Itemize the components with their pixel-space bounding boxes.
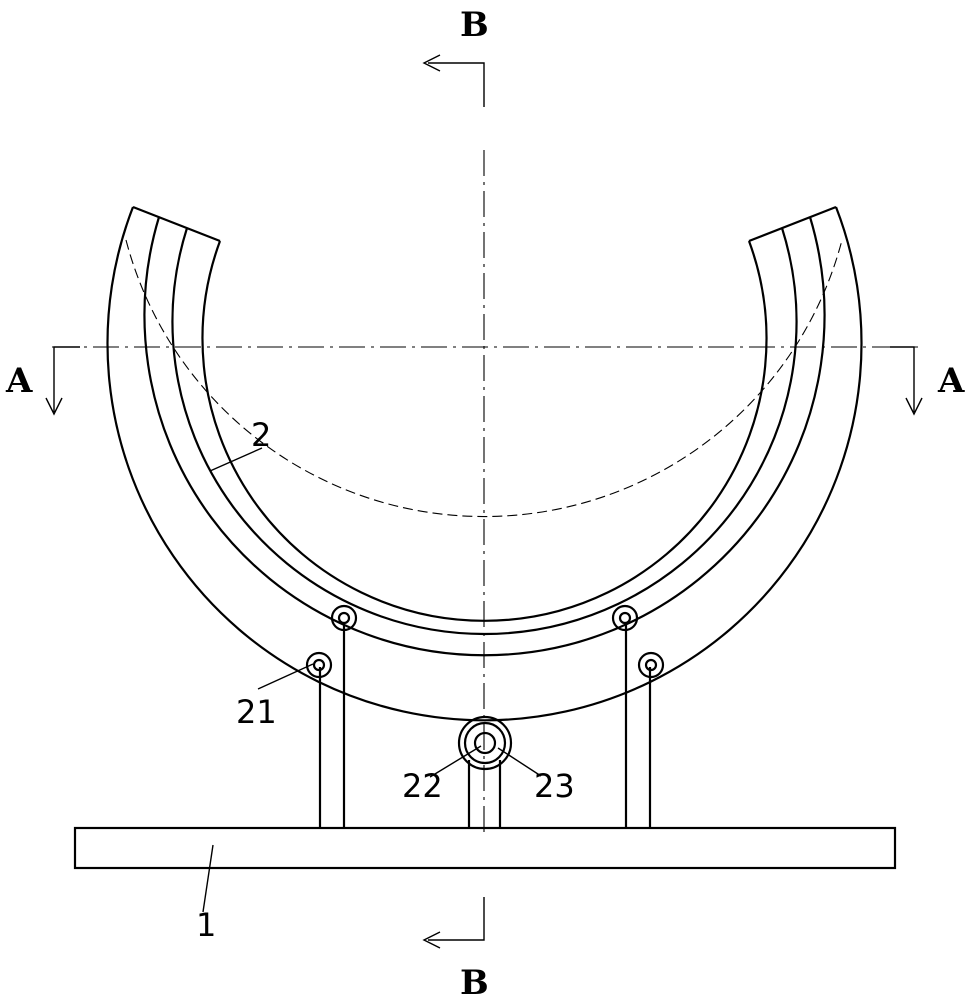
ring-bolts <box>305 604 665 679</box>
bolt-icon <box>637 651 665 679</box>
reference-numerals: 2 21 22 23 1 <box>196 416 575 944</box>
ref-label-bushing: 23 <box>534 767 575 805</box>
ring-outer-arc <box>106 206 863 722</box>
bolt-icon <box>330 604 358 632</box>
ring-body <box>106 205 863 722</box>
section-a-right-marker: A <box>890 346 965 416</box>
ref-label-pivot: 22 <box>402 767 443 805</box>
section-b-bottom-label: B <box>460 963 489 1000</box>
ref-label-ring: 2 <box>251 416 271 454</box>
pivot-assembly <box>457 715 513 771</box>
center-lines <box>52 150 918 832</box>
section-a-left-label: A <box>5 361 33 401</box>
ring-left-end <box>132 205 221 243</box>
ring-middle-arc-2 <box>171 227 798 636</box>
ring-inner-arc <box>201 240 768 622</box>
base-plate <box>73 826 897 870</box>
ref-label-bolt: 21 <box>236 693 277 731</box>
section-a-left-marker: A <box>5 346 80 416</box>
bushing-outer <box>457 715 513 771</box>
section-b-top-marker: B <box>422 5 489 107</box>
pivot-pin-icon <box>473 731 497 755</box>
leader-lines <box>202 447 542 913</box>
section-b-bottom-marker: B <box>422 897 489 1000</box>
section-a-right-label: A <box>937 361 965 401</box>
ref-label-base: 1 <box>196 906 216 944</box>
ring-right-end <box>748 205 837 243</box>
ring-hidden-arc <box>125 239 843 517</box>
bushing-ring <box>463 721 507 765</box>
bolt-icon <box>611 604 639 632</box>
ring-middle-arc-1 <box>143 216 826 657</box>
support-rods <box>318 625 652 828</box>
bolt-icon <box>305 651 333 679</box>
section-b-top-label: B <box>460 5 489 45</box>
